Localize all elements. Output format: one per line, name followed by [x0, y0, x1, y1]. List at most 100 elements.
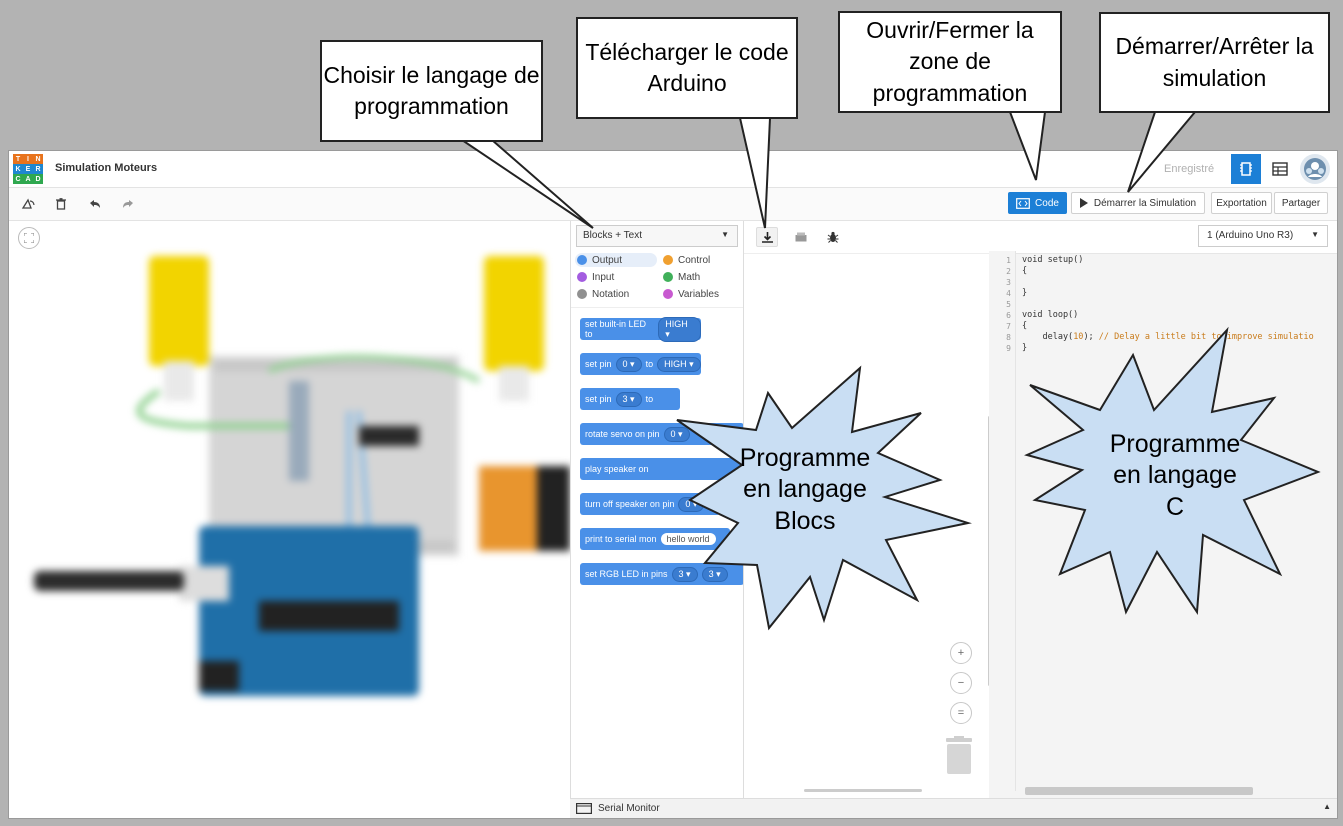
line-number: 5 [1006, 300, 1011, 309]
category-label: Control [678, 254, 711, 266]
category-input[interactable]: Input [577, 270, 614, 284]
block-label: print to serial mon [585, 534, 657, 544]
block-text-input[interactable]: hello world [660, 533, 716, 545]
chevron-up-icon[interactable]: ▲ [1323, 802, 1331, 811]
block-set-rgb-led[interactable]: set RGB LED in pins 3 ▾ 3 ▾ [580, 563, 744, 585]
fit-view-button[interactable] [18, 227, 40, 249]
block-label: to [645, 359, 654, 369]
code-button-label: Code [1035, 197, 1059, 209]
library-icon [795, 232, 807, 242]
share-button[interactable]: Partager [1274, 192, 1328, 214]
line-number: 1 [1006, 256, 1011, 265]
category-output[interactable]: Output [577, 253, 622, 267]
line-number-gutter: 1 2 3 4 5 6 7 8 9 [989, 251, 1016, 791]
code-comment: // Delay a little bit to improve simulat… [1098, 332, 1314, 342]
block-label: set pin [585, 394, 612, 404]
export-button[interactable]: Exportation [1211, 192, 1272, 214]
code-horizontal-scrollbar[interactable] [1025, 787, 1253, 795]
callout-text: Télécharger le code Arduino [585, 38, 789, 96]
category-notation[interactable]: Notation [577, 287, 629, 301]
serial-monitor-label: Serial Monitor [598, 803, 660, 814]
block-label: rotate servo on pin [585, 429, 660, 439]
block-turn-off-speaker[interactable]: turn off speaker on pin 0 ▾ [580, 493, 720, 515]
callout-text: Ouvrir/Fermer la zone de programmation [866, 17, 1034, 106]
user-avatar[interactable] [1300, 154, 1330, 184]
download-code-button[interactable] [756, 227, 778, 247]
libraries-button[interactable] [790, 227, 812, 247]
callout-download-code: Télécharger le code Arduino [576, 17, 798, 119]
block-set-builtin-led[interactable]: set built-in LED to HIGH ▾ [580, 316, 701, 342]
block-label: set pin [585, 359, 612, 369]
line-number: 3 [1006, 278, 1011, 287]
code-toggle-button[interactable]: Code [1008, 192, 1067, 214]
block-label: set built-in LED to [585, 319, 647, 339]
category-control[interactable]: Control [663, 253, 710, 267]
rotate-icon [21, 198, 35, 209]
zoom-out-button[interactable]: − [950, 672, 972, 694]
line-number: 9 [1006, 344, 1011, 353]
block-print-serial[interactable]: print to serial mon hello world [580, 528, 730, 550]
category-math[interactable]: Math [663, 270, 700, 284]
circuit-view-button[interactable] [1231, 154, 1261, 184]
horizontal-scrollbar[interactable] [804, 789, 922, 792]
logo-letter: N [33, 154, 43, 164]
undo-icon [90, 200, 100, 208]
code-number: 10 [1073, 332, 1084, 342]
burst-line: C [1165, 492, 1185, 521]
language-select[interactable]: Blocks + Text ▼ [576, 225, 738, 247]
trash-can-icon[interactable] [944, 736, 974, 776]
breadboard [209, 356, 459, 556]
logo-letter: R [33, 164, 43, 174]
tinkercad-logo[interactable]: T I N K E R C A D [13, 154, 43, 184]
burst-line: en langage [743, 475, 867, 504]
callout-start-stop-simulation: Démarrer/Arrêter la simulation [1099, 12, 1330, 113]
category-label: Output [592, 254, 623, 266]
rotate-button[interactable] [17, 194, 39, 214]
block-dropdown[interactable]: 3 ▾ [615, 391, 642, 407]
start-simulation-label: Démarrer la Simulation [1093, 197, 1197, 209]
language-select-value: Blocks + Text [583, 230, 643, 241]
category-variables[interactable]: Variables [663, 287, 719, 301]
block-dropdown[interactable]: 0 ▾ [663, 426, 690, 442]
project-title[interactable]: Simulation Moteurs [55, 162, 158, 174]
zoom-in-icon: + [957, 647, 965, 659]
block-rotate-servo[interactable]: rotate servo on pin 0 ▾ [580, 423, 744, 445]
category-label: Input [592, 271, 615, 283]
chevron-down-icon: ▼ [721, 230, 729, 239]
block-set-pin-analog[interactable]: set pin 3 ▾ to [580, 388, 680, 410]
export-label: Exportation [1216, 197, 1267, 209]
zoom-reset-button[interactable]: = [950, 702, 972, 724]
redo-button[interactable] [117, 194, 139, 214]
circuit-canvas[interactable] [9, 221, 570, 818]
board-select[interactable]: 1 (Arduino Uno R3) ▼ [1198, 225, 1328, 247]
serial-monitor-icon [576, 803, 592, 814]
category-label: Math [678, 271, 701, 283]
block-dropdown[interactable]: 3 ▾ [671, 566, 698, 582]
block-dropdown[interactable]: 0 ▾ [615, 356, 642, 372]
code-line: void loop() [1022, 310, 1079, 320]
burst-c-text: Programme en langage C [1085, 429, 1265, 523]
logo-letter: C [13, 174, 23, 184]
block-label: set RGB LED in pins [585, 569, 668, 579]
burst-line: Programme [1109, 430, 1241, 458]
line-number: 7 [1006, 322, 1011, 331]
zoom-in-button[interactable]: + [950, 642, 972, 664]
motor-left [149, 256, 209, 366]
block-dropdown[interactable]: HIGH ▾ [658, 316, 701, 342]
delete-button[interactable] [50, 194, 72, 214]
logo-letter: I [23, 154, 33, 164]
logo-letter: E [23, 164, 33, 174]
block-dropdown[interactable]: 0 ▾ [678, 496, 705, 512]
callout-text: Choisir le langage de programmation [323, 61, 540, 119]
callout-text: Démarrer/Arrêter la simulation [1115, 33, 1314, 91]
component-list-button[interactable] [1265, 154, 1295, 184]
burst-blocks-text: Programme en langage Blocs [715, 443, 895, 537]
undo-button[interactable] [84, 194, 106, 214]
serial-monitor-bar[interactable]: Serial Monitor ▲ [570, 798, 1337, 818]
block-dropdown[interactable]: 3 ▾ [701, 566, 728, 582]
debugger-button[interactable] [822, 227, 844, 247]
block-set-pin[interactable]: set pin 0 ▾ to HIGH ▾ [580, 353, 701, 375]
start-simulation-button[interactable]: Démarrer la Simulation [1071, 192, 1205, 214]
callout-choose-language: Choisir le langage de programmation [320, 40, 543, 142]
block-dropdown[interactable]: HIGH ▾ [657, 356, 701, 372]
